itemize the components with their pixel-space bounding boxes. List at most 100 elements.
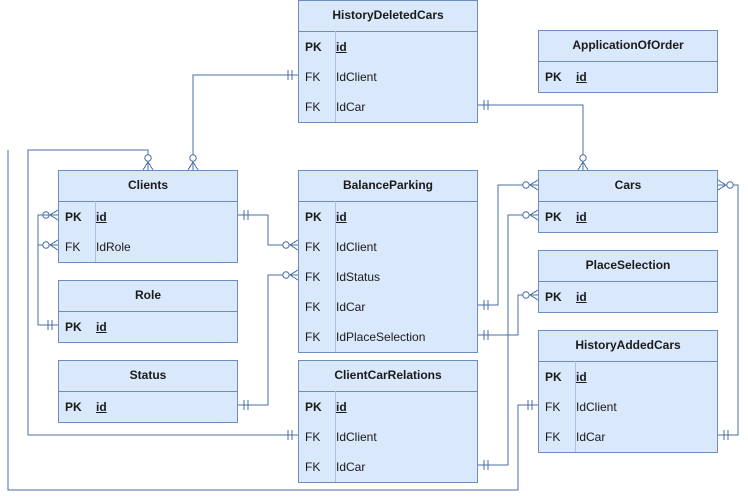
cardinality-many-marker [577,154,589,171]
cardinality-one-marker [527,400,533,410]
field-name: id [576,70,587,84]
field-name: IdClient [336,70,377,84]
primary-key-marker: PK [545,70,562,84]
primary-key-marker: PK [305,210,322,224]
field-name: IdCar [336,100,366,114]
cardinality-many-marker [717,179,734,191]
primary-key-marker: PK [65,320,82,334]
entity-title: ApplicationOfOrder [539,31,717,62]
entity-title: Status [59,361,237,392]
primary-key-marker: PK [545,290,562,304]
column-divider [335,31,336,122]
connector-hdc-idclient-clients [192,74,298,170]
field-name: id [336,40,347,54]
entity-title: HistoryDeletedCars [299,1,477,32]
field-name: id [336,210,347,224]
field-name: IdRole [96,240,131,254]
entity-title: HistoryAddedCars [539,331,717,362]
cardinality-one-marker [483,460,489,470]
entity-field-row: PK id [299,32,477,62]
field-name: IdCar [336,460,366,474]
primary-key-marker: PK [65,210,82,224]
connector-bp-idstatus-status [238,274,298,406]
field-name: IdClient [336,240,377,254]
cardinality-one-marker [243,400,249,410]
primary-key-marker: PK [545,370,562,384]
entity-field-row: FK IdCar [299,292,477,322]
cardinality-one-marker [287,70,293,80]
column-divider [335,391,336,482]
field-name: id [576,370,587,384]
entity-field-row: PK id [299,202,477,232]
entity-field-row: PK id [59,202,237,232]
field-name: IdClient [576,400,617,414]
field-name: id [336,400,347,414]
entity-field-row: PK id [539,62,717,92]
entity-title: ClientCarRelations [299,361,477,392]
foreign-key-marker: FK [305,300,321,314]
foreign-key-marker: FK [305,240,321,254]
field-name: IdCar [336,300,366,314]
cardinality-many-marker [282,269,299,281]
foreign-key-marker: FK [65,240,81,254]
entity-title: BalanceParking [299,171,477,202]
foreign-key-marker: FK [305,430,321,444]
primary-key-marker: PK [65,400,82,414]
field-name: id [96,210,107,224]
cardinality-many-marker [282,239,299,251]
field-name: IdCar [576,430,606,444]
foreign-key-marker: FK [305,330,321,344]
connector-ccr-idcar-cars [478,214,538,466]
cardinality-many-marker [522,209,539,221]
entity-field-row: FK IdClient [299,422,477,452]
primary-key-marker: PK [305,40,322,54]
column-divider [95,201,96,262]
entity-title: Cars [539,171,717,202]
cardinality-many-marker [142,154,154,171]
entity-title: Role [59,281,237,312]
connector-hac-idclient-clients [7,150,538,491]
foreign-key-marker: FK [305,100,321,114]
column-divider [575,361,576,452]
entity-field-row: PK id [539,362,717,392]
cardinality-one-marker [483,330,489,340]
entity-field-row: FK IdCar [299,92,477,122]
entity-title: PlaceSelection [539,251,717,282]
foreign-key-marker: FK [545,400,561,414]
field-name: id [576,290,587,304]
primary-key-marker: PK [305,400,322,414]
entity-field-row: FK IdClient [539,392,717,422]
entity-field-row: PK id [59,392,237,422]
cardinality-one-marker [483,100,489,110]
connector-hdc-idcar-cars [478,104,584,170]
field-name: IdPlaceSelection [336,330,426,344]
entity-field-row: FK IdRole [59,232,237,262]
cardinality-many-marker [42,239,59,251]
entity-field-row: FK IdPlaceSelection [299,322,477,352]
cardinality-one-marker [287,430,293,440]
cardinality-one-marker [47,320,53,330]
field-name: id [96,400,107,414]
entity-title: Clients [59,171,237,202]
foreign-key-marker: FK [305,70,321,84]
cardinality-one-marker [723,430,729,440]
field-name: IdClient [336,430,377,444]
entity-field-row: FK IdClient [299,62,477,92]
entity-field-row: PK id [539,282,717,312]
